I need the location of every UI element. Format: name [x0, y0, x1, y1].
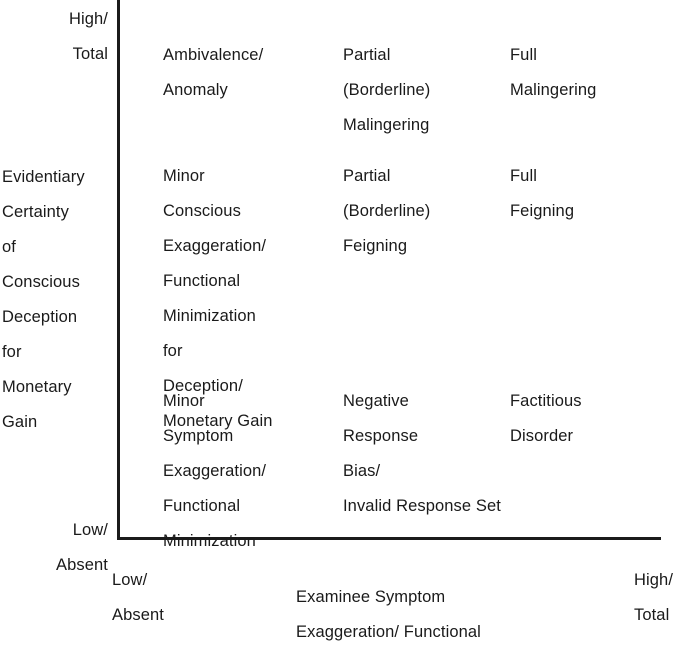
cell-middle-right: Full Feigning: [510, 167, 575, 220]
y-axis-line: [117, 0, 120, 540]
cell-middle-left: Minor Conscious Exaggeration/ Functional…: [163, 167, 273, 430]
x-axis-low-label: Low/ Absent: [112, 571, 164, 624]
cell-bottom-right: Factitious Disorder: [510, 392, 582, 445]
y-axis-high-label: High/ Total: [68, 10, 108, 63]
cell-top-left: Ambivalence/ Anomaly: [163, 46, 264, 99]
y-axis-title: Evidentiary Certainty of Conscious Decep…: [2, 168, 85, 431]
x-axis-title: Examinee Symptom Exaggeration/ Functiona…: [296, 588, 481, 641]
cell-middle-middle: Partial (Borderline) Feigning: [343, 167, 431, 255]
cell-bottom-left: Minor Symptom Exaggeration/ Functional M…: [163, 392, 267, 550]
cell-top-right: Full Malingering: [510, 46, 597, 99]
y-axis-low-label: Low/ Absent: [56, 521, 108, 574]
cell-bottom-middle: Negative Response Bias/ Invalid Response…: [343, 392, 501, 515]
cell-top-middle: Partial (Borderline) Malingering: [343, 46, 431, 134]
x-axis-high-label: High/ Total: [634, 571, 674, 624]
x-axis-line: [117, 537, 661, 540]
